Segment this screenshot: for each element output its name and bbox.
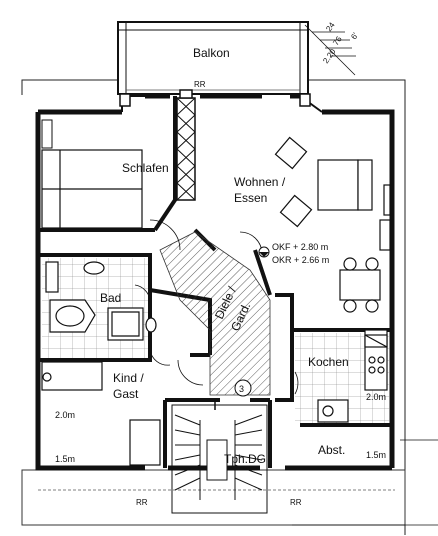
balcony xyxy=(117,21,309,95)
abst-label: Abst. xyxy=(318,443,345,457)
column-mid xyxy=(179,89,193,99)
bad-label: Bad xyxy=(100,291,121,305)
shaft xyxy=(176,97,196,201)
doors xyxy=(134,219,299,395)
dim-15m-right: 1.5m xyxy=(366,450,386,460)
windows xyxy=(35,140,395,440)
dim-2m-left: 2.0m xyxy=(55,410,75,420)
stair-number: 3 xyxy=(239,384,244,394)
bed xyxy=(41,149,143,229)
okf-label: OKF + 2.80 m xyxy=(272,242,328,252)
dim-6: 6' xyxy=(349,31,360,41)
column-left xyxy=(119,93,131,107)
kind-label-2: Gast xyxy=(113,387,139,401)
bathroom-fixtures xyxy=(45,261,157,341)
wohnen-label-1: Wohnen / xyxy=(234,175,286,189)
kitchen-fixtures xyxy=(317,329,388,423)
rr-top-label: RR xyxy=(194,80,206,89)
balkon-label: Balkon xyxy=(193,46,230,60)
stair-number-circle xyxy=(234,379,252,397)
dim-24: 24 xyxy=(324,20,337,33)
tph-label: Tph.DG xyxy=(224,452,266,466)
wohnen-label-2: Essen xyxy=(234,191,267,205)
kochen-label: Kochen xyxy=(308,355,349,369)
level-marker xyxy=(258,246,270,258)
wardrobe xyxy=(41,119,53,149)
staircase xyxy=(171,400,268,514)
living-furniture xyxy=(274,136,391,313)
kind-label-1: Kind / xyxy=(113,371,144,385)
dim-76: 76 xyxy=(331,34,344,47)
okr-label: OKR + 2.66 m xyxy=(272,255,329,265)
dim-2m-right: 2.0m xyxy=(366,392,386,402)
rr-bottom-left-label: RR xyxy=(136,498,148,507)
corridor-hatch xyxy=(159,231,271,396)
column-right xyxy=(299,93,311,107)
dim-15m-left: 1.5m xyxy=(55,454,75,464)
kind-furniture xyxy=(41,361,161,466)
rr-bottom-right-label: RR xyxy=(290,498,302,507)
schlafen-label: Schlafen xyxy=(122,161,169,175)
dimension-lines xyxy=(292,24,438,526)
